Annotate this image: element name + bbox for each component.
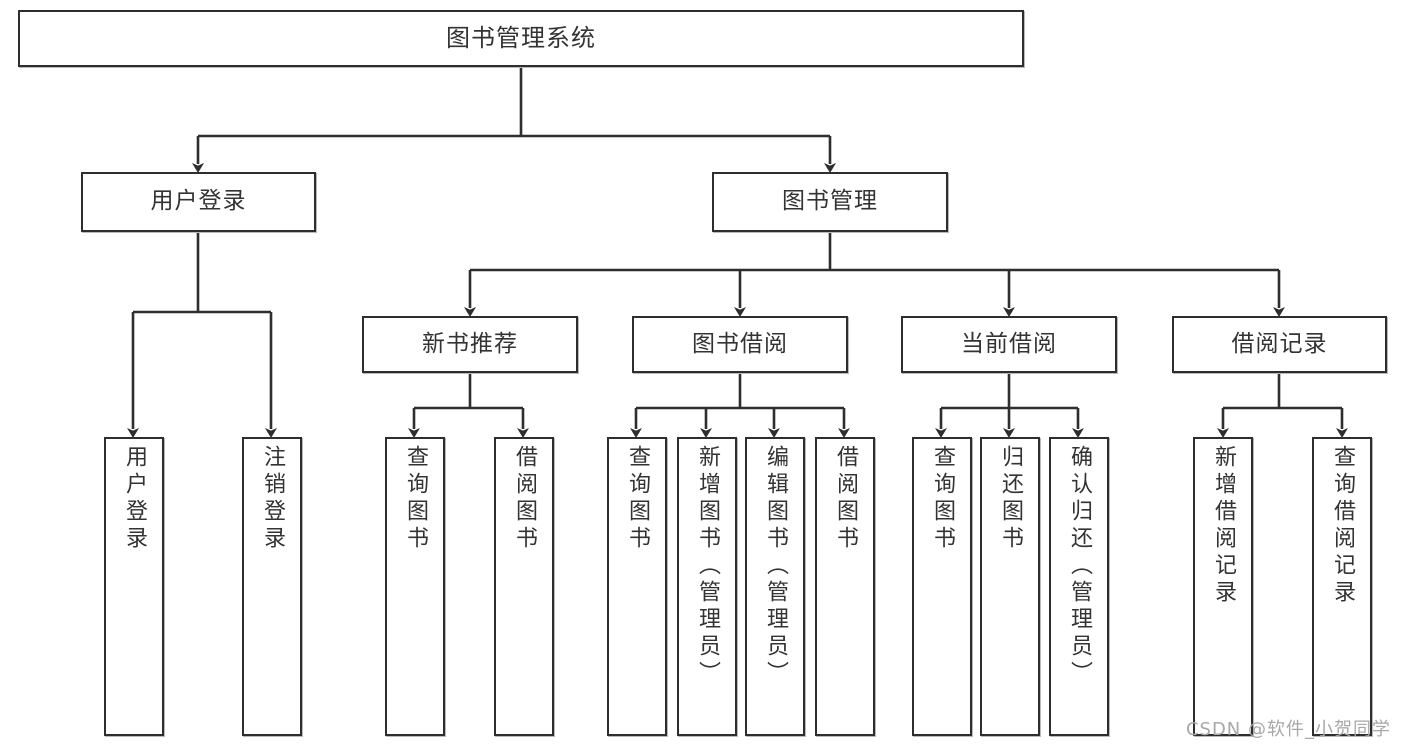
node-label: 借阅图书: [833, 445, 858, 553]
node-label: 借阅记录: [1231, 330, 1328, 357]
leaf-recommend-query-book[interactable]: 查询图书: [385, 437, 445, 736]
node-new-book-recommend[interactable]: 新书推荐: [362, 316, 578, 373]
leaf-edit-book-admin[interactable]: 编辑图书（管理员）: [745, 437, 805, 736]
node-label: 图书借阅: [692, 330, 788, 357]
node-label: 新增图书（管理员）: [695, 445, 720, 688]
node-label: 查询借阅记录: [1330, 445, 1355, 607]
node-label: 借阅图书: [512, 445, 537, 553]
node-label: 注销登录: [260, 445, 285, 553]
node-label: 查询图书: [625, 445, 650, 553]
node-book-management[interactable]: 图书管理: [712, 172, 948, 232]
leaf-query-borrow-record[interactable]: 查询借阅记录: [1312, 437, 1372, 736]
leaf-return-book[interactable]: 归还图书: [980, 437, 1040, 736]
node-current-borrow[interactable]: 当前借阅: [901, 316, 1117, 373]
leaf-current-query-book[interactable]: 查询图书: [912, 437, 972, 736]
leaf-borrow-query-book[interactable]: 查询图书: [607, 437, 667, 736]
node-book-borrow[interactable]: 图书借阅: [632, 316, 848, 373]
node-label: 归还图书: [998, 445, 1023, 553]
leaf-logout[interactable]: 注销登录: [242, 437, 302, 736]
node-label: 图书管理系统: [446, 24, 596, 53]
leaf-user-login[interactable]: 用户登录: [104, 437, 164, 736]
node-label: 当前借阅: [961, 330, 1057, 357]
csdn-watermark: CSDN @软件_小贺同学: [1185, 719, 1391, 740]
node-label: 图书管理: [782, 188, 878, 215]
node-label: 查询图书: [403, 445, 428, 553]
leaf-recommend-borrow-book[interactable]: 借阅图书: [494, 437, 554, 736]
node-label: 查询图书: [930, 445, 955, 553]
node-label: 用户登录: [150, 188, 247, 215]
leaf-confirm-return-admin[interactable]: 确认归还（管理员）: [1049, 437, 1109, 736]
node-borrow-record[interactable]: 借阅记录: [1172, 316, 1387, 373]
node-label: 新增借阅记录: [1211, 445, 1236, 607]
node-label: 编辑图书（管理员）: [763, 445, 788, 688]
node-label: 新书推荐: [422, 330, 518, 357]
leaf-add-book-admin[interactable]: 新增图书（管理员）: [677, 437, 737, 736]
node-label: 用户登录: [122, 445, 147, 553]
node-user-login[interactable]: 用户登录: [81, 172, 316, 232]
leaf-borrow-book[interactable]: 借阅图书: [815, 437, 875, 736]
leaf-add-borrow-record[interactable]: 新增借阅记录: [1193, 437, 1253, 736]
node-root-book-management-system[interactable]: 图书管理系统: [18, 10, 1024, 67]
node-label: 确认归还（管理员）: [1067, 445, 1092, 688]
